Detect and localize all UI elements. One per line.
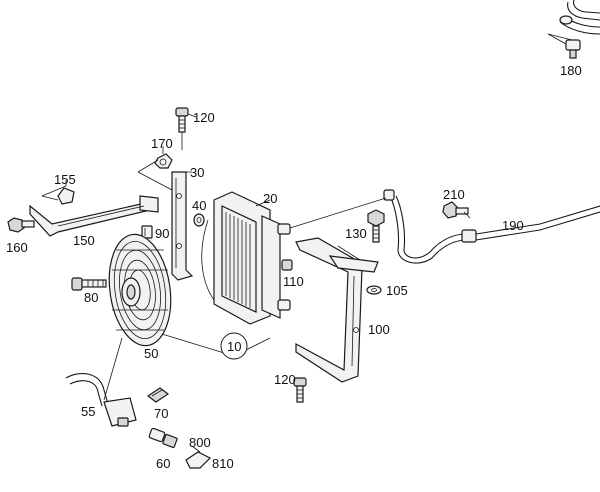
- fitting-110: [281, 259, 293, 271]
- callout-20: 20: [263, 191, 277, 206]
- callout-190: 190: [502, 218, 524, 233]
- callout-800: 800: [189, 435, 211, 450]
- clip-90: [141, 225, 153, 239]
- bolt-120-top: [175, 107, 189, 150]
- callout-100: 100: [368, 322, 390, 337]
- bolt-130: [367, 209, 385, 243]
- connector-70: [146, 387, 170, 403]
- callout-105: 105: [386, 283, 408, 298]
- callout-30: 30: [190, 165, 204, 180]
- callout-10: 10: [227, 339, 241, 354]
- callout-130: 130: [345, 226, 367, 241]
- callout-180: 180: [560, 63, 582, 78]
- bolt-120-bottom: [293, 377, 307, 403]
- callout-40: 40: [192, 198, 206, 213]
- callout-circle-10: [220, 332, 248, 360]
- plug-800: [185, 445, 212, 469]
- bolt-180: [547, 33, 581, 59]
- radiator-20: [201, 191, 291, 325]
- callout-55: 55: [81, 404, 95, 419]
- grommet-40: [193, 213, 205, 227]
- washer-105: [366, 285, 382, 295]
- line-190: [383, 189, 600, 264]
- fan-50: [108, 233, 172, 347]
- callout-70: 70: [154, 406, 168, 421]
- callout-155: 155: [54, 172, 76, 187]
- sensor-60: [148, 427, 178, 449]
- callout-120-bottom: 120: [274, 372, 296, 387]
- callout-80: 80: [84, 290, 98, 305]
- callout-210: 210: [443, 187, 465, 202]
- pipe-to-radiator: [289, 197, 387, 229]
- callout-90: 90: [155, 226, 169, 241]
- bolt-210: [442, 201, 469, 219]
- callout-120-top: 120: [193, 110, 215, 125]
- harness-55: [65, 337, 137, 427]
- bolt-80: [71, 277, 107, 291]
- strut-150: [29, 195, 159, 237]
- nut-155: [57, 180, 75, 205]
- bolt-160: [7, 217, 35, 233]
- callout-810: 810: [212, 456, 234, 471]
- hose-fragment-top-right: [559, 0, 600, 35]
- callout-110: 110: [283, 274, 304, 289]
- bracket-100: [295, 237, 379, 383]
- callout-60: 60: [156, 456, 170, 471]
- leader-lines: [41, 33, 567, 357]
- nut-170: [154, 150, 173, 169]
- callout-150: 150: [73, 233, 95, 248]
- callout-labels: 180 120 170 30 155 20 210 40 190 160 150…: [6, 63, 582, 471]
- callout-170: 170: [151, 136, 173, 151]
- callout-50: 50: [144, 346, 158, 361]
- bracket-30: [171, 171, 194, 281]
- callout-160: 160: [6, 240, 28, 255]
